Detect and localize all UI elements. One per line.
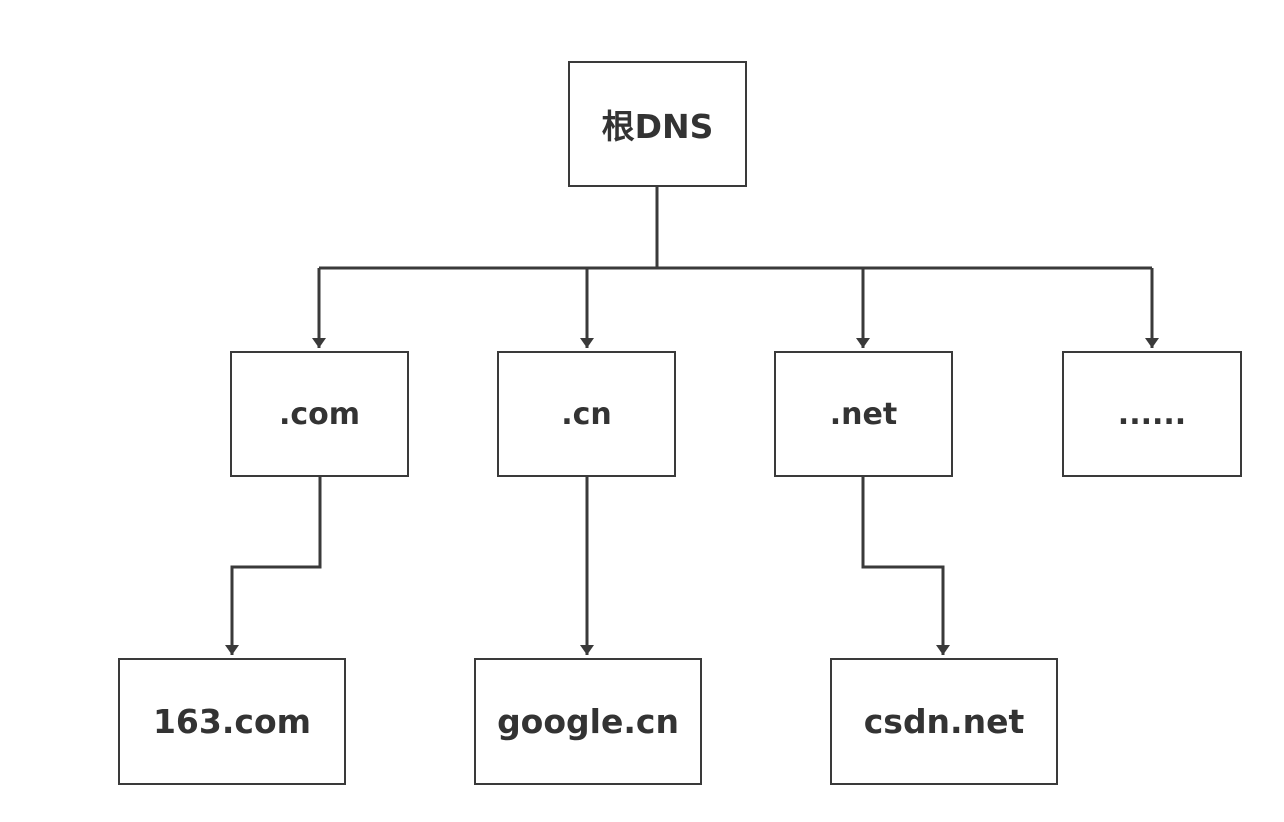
node-tld-net: .net: [774, 351, 953, 477]
arrow-com-to-163: [225, 477, 322, 655]
arrow-net-to-csdn: [861, 477, 950, 655]
node-domain-163: 163.com: [118, 658, 346, 785]
node-tld-more-label: ......: [1117, 396, 1187, 432]
node-domain-csdn: csdn.net: [830, 658, 1058, 785]
node-tld-com: .com: [230, 351, 409, 477]
node-root-dns: 根DNS: [568, 61, 747, 187]
node-tld-cn: .cn: [497, 351, 676, 477]
node-tld-cn-label: .cn: [561, 396, 612, 432]
node-tld-net-label: .net: [829, 396, 898, 432]
node-root-dns-label: 根DNS: [601, 107, 714, 146]
node-domain-csdn-label: csdn.net: [863, 702, 1025, 741]
node-domain-163-label: 163.com: [152, 702, 312, 741]
node-domain-google-label: google.cn: [497, 702, 679, 741]
node-tld-more: ......: [1062, 351, 1242, 477]
node-domain-google: google.cn: [474, 658, 702, 785]
node-tld-com-label: .com: [278, 396, 361, 432]
